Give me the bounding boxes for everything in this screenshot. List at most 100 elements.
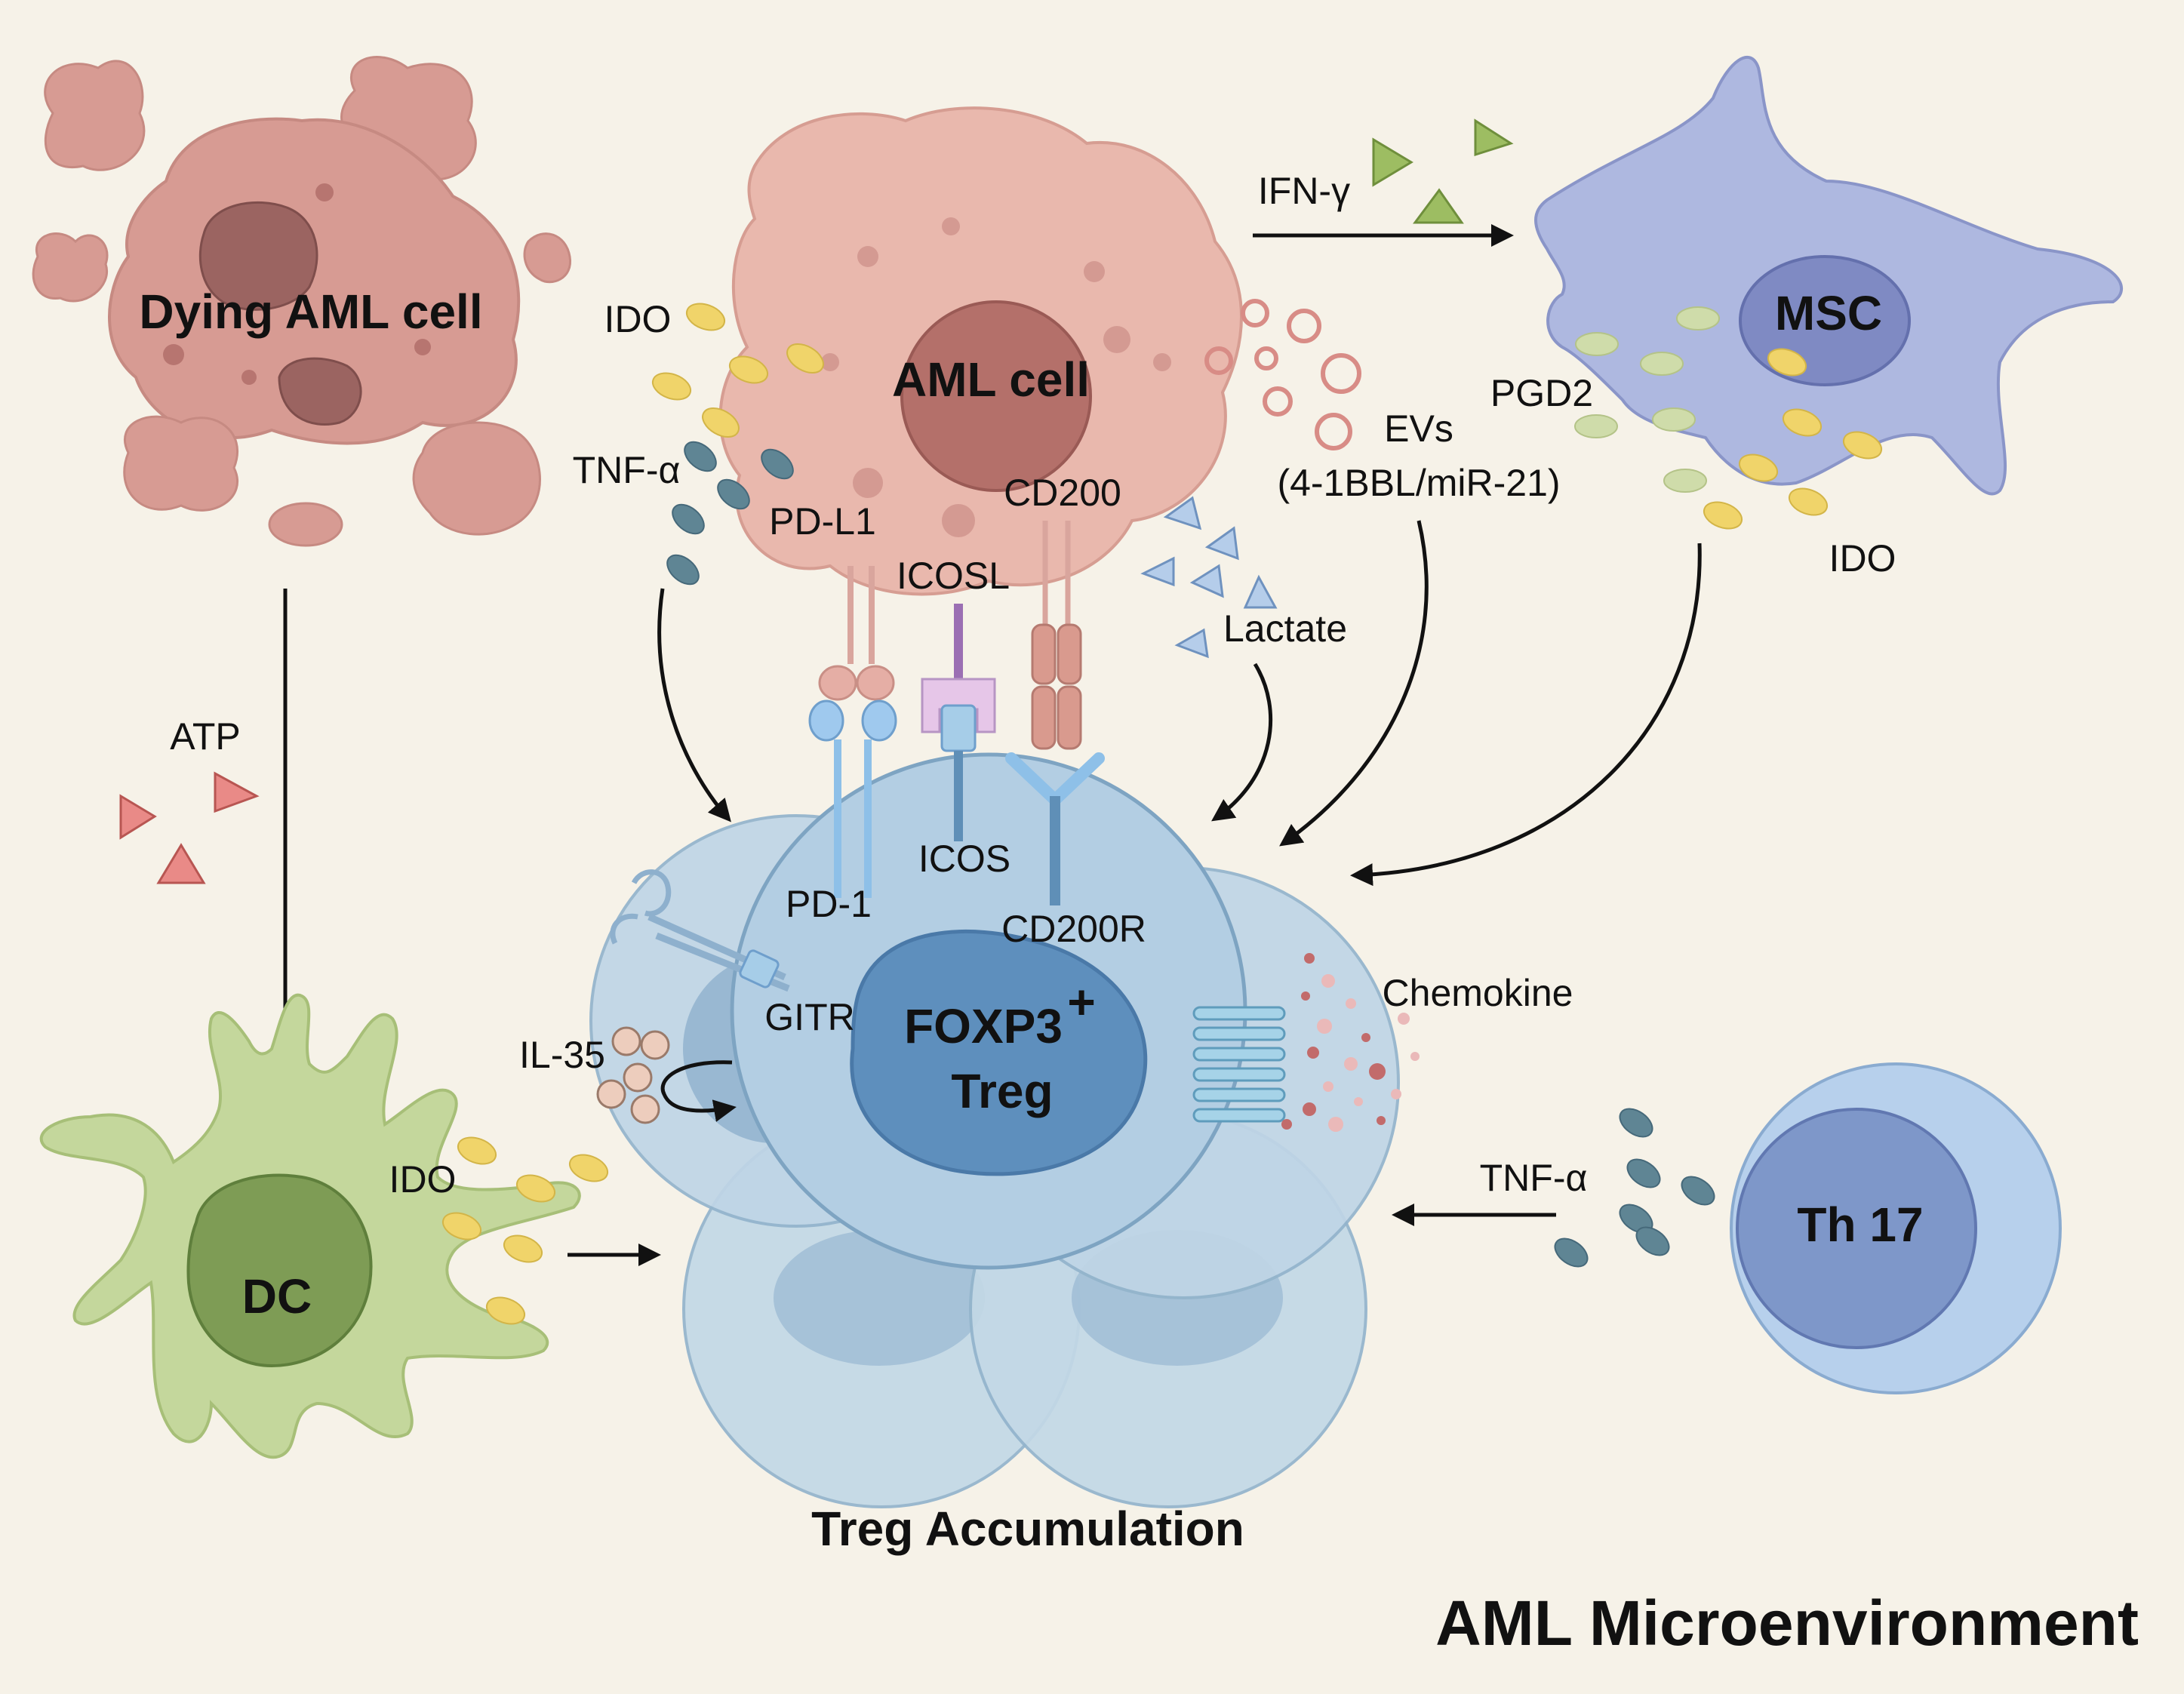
atp-label: ATP bbox=[170, 715, 241, 758]
lactate-triangle bbox=[1174, 628, 1209, 659]
pgd2-label: PGD2 bbox=[1490, 372, 1593, 414]
chemokine-particle bbox=[1317, 1019, 1332, 1034]
aml-cell-granule bbox=[942, 504, 975, 537]
aml-cell-nucleus bbox=[900, 300, 1092, 492]
ido-molecule bbox=[1767, 348, 1807, 377]
th17-label: Th 17 bbox=[1797, 1197, 1923, 1252]
dying-cell-fragment bbox=[268, 502, 343, 547]
tnf-molecule bbox=[717, 478, 750, 510]
pgd2-molecule bbox=[1676, 306, 1720, 330]
chemokine-particle bbox=[1321, 974, 1335, 988]
dying-cell-fragment bbox=[44, 60, 146, 171]
msc-cell: MSC bbox=[1534, 55, 2123, 496]
pgd2-molecule bbox=[1652, 407, 1696, 432]
chemokine-receptor-coil bbox=[1192, 1087, 1286, 1102]
gitr-ligand bbox=[631, 869, 672, 917]
aml-cell-granule bbox=[1084, 261, 1105, 282]
aml-cell-granule bbox=[857, 246, 878, 267]
chemokine-particle bbox=[1323, 1081, 1333, 1092]
aml-cell-granule bbox=[853, 468, 883, 498]
ido-dc-label: IDO bbox=[389, 1158, 457, 1201]
chemokine-receptor-coil bbox=[1192, 1006, 1286, 1021]
pd1-head bbox=[808, 699, 844, 742]
tnf-molecule bbox=[672, 503, 705, 535]
tnf-aml-label: TNF-α bbox=[573, 449, 681, 491]
pgd2-molecule bbox=[1640, 352, 1684, 376]
cd200-domain bbox=[1031, 685, 1057, 750]
ido-molecule bbox=[786, 343, 824, 374]
icosl-icos-pair bbox=[921, 604, 996, 841]
dying-aml-cell: Dying AML cell bbox=[32, 56, 571, 547]
tnf-molecule bbox=[1681, 1176, 1715, 1206]
gitr-domain bbox=[739, 949, 780, 988]
chemokine-particle bbox=[1354, 1097, 1363, 1106]
pgd2-molecules bbox=[1574, 306, 1720, 493]
gitr-receptor bbox=[610, 869, 790, 992]
ido-molecules-aml bbox=[651, 303, 824, 438]
chemokine-receptor-coil bbox=[1192, 1067, 1286, 1082]
aml-cell-granule bbox=[1153, 353, 1171, 371]
ido-molecule bbox=[515, 1174, 556, 1203]
chemokine-particle bbox=[1369, 1063, 1386, 1080]
dying-cell-granule bbox=[241, 370, 257, 385]
msc-label: MSC bbox=[1775, 286, 1882, 340]
ido-molecule bbox=[1738, 453, 1779, 482]
ifn-triangle bbox=[1372, 137, 1413, 187]
chemokine-receptor-coil bbox=[1192, 1108, 1286, 1123]
ifn-triangle bbox=[1413, 188, 1464, 224]
chemokine-particle bbox=[1391, 1089, 1401, 1099]
il35-label: IL-35 bbox=[519, 1034, 605, 1076]
chemokine-particles bbox=[1281, 953, 1420, 1132]
tnf-molecule bbox=[1635, 1226, 1670, 1256]
dying-cell-granule bbox=[414, 339, 431, 355]
il35-molecules bbox=[596, 1026, 670, 1124]
ido-molecules-dc bbox=[441, 1136, 609, 1325]
cd200-cd200r-pair bbox=[1005, 521, 1105, 905]
pgd2-molecule bbox=[1663, 469, 1707, 493]
dying-cell-granule bbox=[315, 183, 334, 201]
treg-label: Treg bbox=[951, 1064, 1053, 1118]
ifn-triangle bbox=[1474, 118, 1514, 157]
ido-molecule bbox=[651, 372, 692, 401]
th17-cell: Th 17 bbox=[1730, 1062, 2062, 1394]
icos-label: ICOS bbox=[918, 838, 1010, 880]
aml-cell: AML cell bbox=[718, 106, 1243, 596]
icos-head bbox=[940, 704, 977, 752]
treg-accumulation-caption: Treg Accumulation bbox=[811, 1502, 1244, 1556]
ido-molecule bbox=[702, 407, 740, 438]
ido-msc-label: IDO bbox=[1829, 537, 1896, 580]
microenvironment-title: AML Microenvironment bbox=[1435, 1588, 2139, 1659]
dying-cell-fragment bbox=[412, 421, 541, 536]
tnf-molecule bbox=[1554, 1237, 1589, 1268]
dying-cell-nucleus bbox=[278, 357, 362, 426]
chemokine-receptor-coil bbox=[1192, 1047, 1286, 1062]
chemokine-receptor bbox=[1192, 1006, 1286, 1123]
tnf-molecule bbox=[666, 554, 700, 586]
treg-nucleus bbox=[850, 929, 1148, 1176]
tnf-molecule bbox=[1626, 1158, 1661, 1188]
dying-cell-fragment bbox=[32, 232, 109, 303]
msc-arrow bbox=[1350, 543, 1702, 887]
treg-cluster: FOXP3 + Treg bbox=[589, 752, 1400, 1508]
pdl1-head bbox=[818, 665, 857, 701]
pd1-head bbox=[861, 699, 897, 742]
atp-triangle bbox=[214, 771, 260, 813]
chemokine-particle bbox=[1377, 1116, 1386, 1125]
ido-molecule bbox=[728, 355, 769, 384]
atp-molecules bbox=[119, 771, 260, 884]
ev-vesicle bbox=[1241, 299, 1269, 327]
cd200r-label: CD200R bbox=[1001, 908, 1146, 950]
il35-particle bbox=[630, 1094, 660, 1124]
il35-particle bbox=[640, 1030, 670, 1060]
dying-cell-body bbox=[108, 117, 521, 445]
il35-particle bbox=[623, 1062, 653, 1093]
lactate-triangle bbox=[1204, 526, 1239, 561]
pgd2-molecule bbox=[1575, 332, 1619, 356]
aml-cell-granule bbox=[821, 353, 839, 371]
lactate-label: Lactate bbox=[1223, 607, 1347, 650]
dying-cell-fragment bbox=[123, 415, 239, 512]
chemokine-particle bbox=[1328, 1117, 1343, 1132]
lactate-molecules bbox=[1140, 496, 1278, 659]
atp-triangle bbox=[119, 794, 157, 840]
